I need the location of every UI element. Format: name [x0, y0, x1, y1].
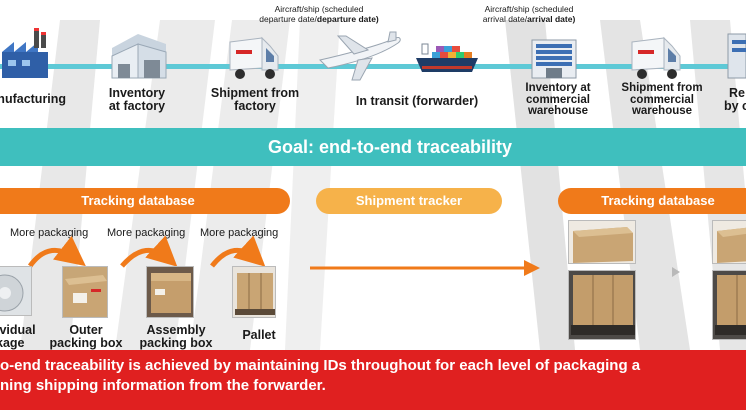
truck-icon-warehouse	[631, 36, 681, 79]
warehouse-box-photo-2	[712, 220, 746, 264]
summary-text: o-end traceability is achieved by mainta…	[0, 357, 641, 394]
tracking-database-right: Tracking database	[558, 188, 746, 214]
stage-inventory-factory: Inventory at factory	[108, 86, 166, 113]
stage-shipment-warehouse: Shipment from commercial warehouse	[621, 82, 703, 117]
stage-inventory-warehouse: Inventory at commercial warehouse	[525, 82, 591, 117]
pallet-photo	[232, 266, 276, 318]
tracking-database-left: Tracking database	[0, 188, 290, 214]
departure-note: Aircraft/ship (scheduled departure date/…	[259, 4, 379, 24]
stage-manufacturing: Manufacturing	[0, 92, 67, 106]
assembly-packing-box-photo	[146, 266, 194, 318]
warehouse-pallet-photo-2	[712, 270, 746, 340]
outer-packing-box-photo	[62, 266, 108, 318]
goal-band	[0, 128, 746, 166]
flow-arrow	[310, 260, 540, 276]
stage-received: Re by c	[724, 87, 746, 113]
timeline-line	[0, 64, 746, 69]
warehouse-icon	[111, 34, 167, 79]
stage-shipment-factory: Shipment from factory	[210, 86, 300, 113]
label-assembly-packing-box: Assembly packing box	[139, 323, 213, 350]
arrival-note: Aircraft/ship (scheduled arrival date/ar…	[482, 4, 576, 24]
background-stripes	[20, 20, 746, 350]
shipment-tracker: Shipment tracker	[316, 188, 502, 214]
commercial-warehouse-icon	[531, 39, 577, 79]
label-pallet: Pallet	[242, 328, 276, 342]
label-individual-package: ividual kage	[0, 324, 36, 350]
warehouse-pallet-photo-1	[568, 270, 636, 340]
warehouse-box-photo-1	[568, 220, 636, 264]
small-arrow-icon	[672, 267, 680, 277]
truck-icon	[229, 36, 279, 79]
packaging-arrows	[27, 236, 266, 268]
building-icon-partial	[727, 33, 746, 79]
label-outer-packing-box: Outer packing box	[49, 323, 123, 350]
airplane-icon	[319, 31, 401, 81]
goal-title: Goal: end-to-end traceability	[267, 137, 513, 157]
cargo-ship-icon	[416, 43, 478, 72]
summary-banner	[0, 350, 746, 410]
individual-package-photo	[0, 266, 32, 316]
factory-icon	[2, 28, 48, 78]
stage-in-transit: In transit (forwarder)	[355, 94, 479, 108]
